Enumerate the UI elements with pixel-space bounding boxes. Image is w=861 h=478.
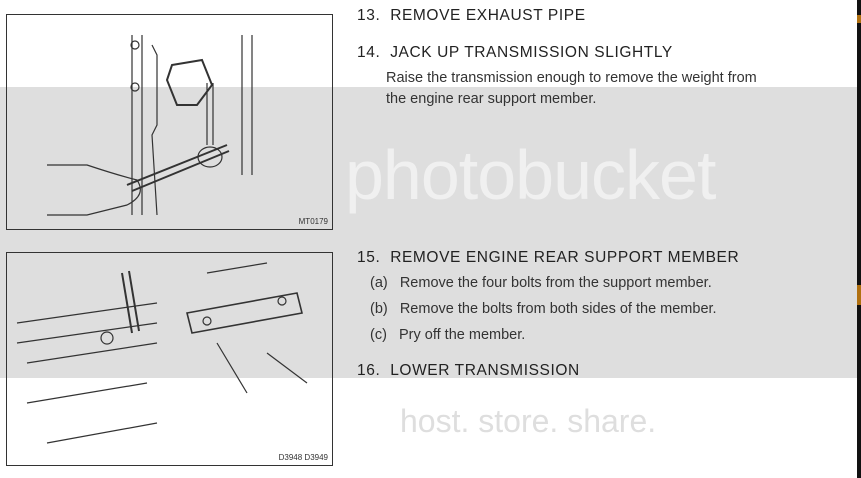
step-14-body-line2: the engine rear support member. [386,91,597,107]
substep-c: (c) Pry off the member. [370,327,525,343]
step-16-heading: 16. LOWER TRANSMISSION [357,362,580,380]
step-title: LOWER TRANSMISSION [390,362,580,379]
step-14-heading: 14. JACK UP TRANSMISSION SLIGHTLY [357,44,673,62]
step-13-heading: 13. REMOVE EXHAUST PIPE [357,7,586,25]
figure-caption: MT0179 [298,217,328,226]
step-number: 16. [357,362,381,379]
illustration-wrench [47,35,253,216]
watermark-tagline: host. store. share. [400,403,657,439]
substep-text: Remove the four bolts from the support m… [399,275,712,291]
step-14-body-line1: Raise the transmission enough to remove … [386,70,757,86]
step-title: REMOVE EXHAUST PIPE [390,7,586,24]
watermark-brand: photobucket [345,136,716,214]
step-15-heading: 15. REMOVE ENGINE REAR SUPPORT MEMBER [357,249,739,267]
step-number: 15. [357,249,381,266]
watermark-band [0,87,857,378]
substep-label: (c) [370,327,387,343]
substep-label: (b) [370,301,388,317]
step-title: REMOVE ENGINE REAR SUPPORT MEMBER [390,249,740,266]
right-edge-strip [857,0,861,478]
figure-support-member: D3948 D3949 [6,252,333,466]
figure-exhaust-support: MT0179 [6,14,333,230]
illustration-support-member [16,262,308,444]
substep-text: Pry off the member. [399,327,526,343]
substep-text: Remove the bolts from both sides of the … [399,301,717,317]
substep-b: (b) Remove the bolts from both sides of … [370,301,717,317]
step-number: 14. [357,44,381,61]
step-number: 13. [357,7,381,24]
substep-label: (a) [370,275,388,291]
figure-caption: D3948 D3949 [278,453,328,462]
step-title: JACK UP TRANSMISSION SLIGHTLY [390,44,673,61]
substep-a: (a) Remove the four bolts from the suppo… [370,275,712,291]
